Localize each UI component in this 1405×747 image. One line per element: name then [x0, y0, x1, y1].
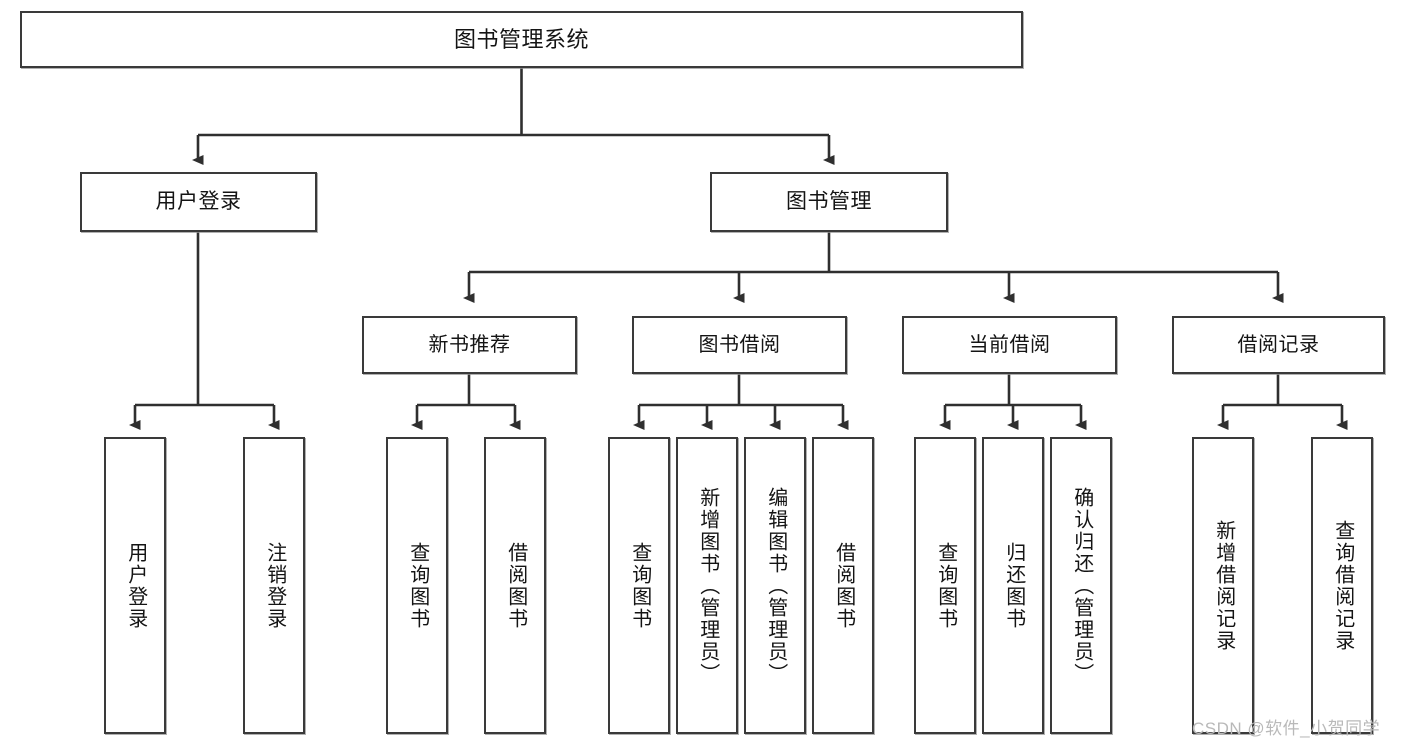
node-user-login-label: 用户登录	[155, 189, 242, 213]
csdn-watermark: CSDN @软件_小贺同学	[1192, 719, 1381, 738]
node-new-book-recommend-label: 新书推荐	[428, 333, 511, 356]
node-leaf-edit-book-admin-label: 编辑图书（管理员）	[764, 486, 787, 685]
node-leaf-query-book-borrow[interactable]: 查询图书	[608, 437, 670, 734]
node-user-login[interactable]: 用户登录	[80, 172, 317, 232]
node-leaf-query-book-current-label: 查询图书	[934, 541, 957, 630]
node-leaf-confirm-return-admin[interactable]: 确认归还（管理员）	[1050, 437, 1112, 734]
node-new-book-recommend[interactable]: 新书推荐	[362, 316, 577, 374]
node-leaf-borrow-book-label: 借阅图书	[832, 541, 855, 630]
node-leaf-add-book-admin[interactable]: 新增图书（管理员）	[676, 437, 738, 734]
node-current-borrow-label: 当前借阅	[968, 333, 1051, 356]
node-book-borrow[interactable]: 图书借阅	[632, 316, 847, 374]
node-leaf-logout[interactable]: 注销登录	[243, 437, 305, 734]
node-leaf-query-book-recommend-label: 查询图书	[406, 541, 429, 630]
node-current-borrow[interactable]: 当前借阅	[902, 316, 1117, 374]
node-borrow-record-label: 借阅记录	[1237, 333, 1320, 356]
node-root-system-label: 图书管理系统	[453, 26, 589, 52]
node-leaf-add-borrow-record-label: 新增借阅记录	[1212, 519, 1235, 652]
node-leaf-user-login[interactable]: 用户登录	[104, 437, 166, 734]
node-leaf-query-borrow-record[interactable]: 查询借阅记录	[1311, 437, 1373, 734]
node-leaf-user-login-label: 用户登录	[124, 541, 147, 630]
node-leaf-query-book-current[interactable]: 查询图书	[914, 437, 976, 734]
node-leaf-borrow-book[interactable]: 借阅图书	[812, 437, 874, 734]
node-book-management-label: 图书管理	[786, 189, 872, 213]
node-book-management[interactable]: 图书管理	[710, 172, 948, 232]
node-leaf-return-book[interactable]: 归还图书	[982, 437, 1044, 734]
node-leaf-borrow-book-recommend[interactable]: 借阅图书	[484, 437, 546, 734]
node-leaf-logout-label: 注销登录	[263, 541, 286, 630]
node-book-borrow-label: 图书借阅	[698, 333, 781, 356]
node-borrow-record[interactable]: 借阅记录	[1172, 316, 1385, 374]
node-root-system[interactable]: 图书管理系统	[20, 11, 1023, 68]
node-leaf-add-borrow-record[interactable]: 新增借阅记录	[1192, 437, 1254, 734]
node-leaf-confirm-return-admin-label: 确认归还（管理员）	[1070, 486, 1093, 685]
node-leaf-edit-book-admin[interactable]: 编辑图书（管理员）	[744, 437, 806, 734]
node-leaf-query-book-borrow-label: 查询图书	[628, 541, 651, 630]
node-leaf-query-book-recommend[interactable]: 查询图书	[386, 437, 448, 734]
node-leaf-borrow-book-recommend-label: 借阅图书	[504, 541, 527, 630]
node-leaf-add-book-admin-label: 新增图书（管理员）	[696, 486, 719, 685]
node-leaf-return-book-label: 归还图书	[1002, 541, 1025, 630]
node-leaf-query-borrow-record-label: 查询借阅记录	[1331, 519, 1354, 652]
